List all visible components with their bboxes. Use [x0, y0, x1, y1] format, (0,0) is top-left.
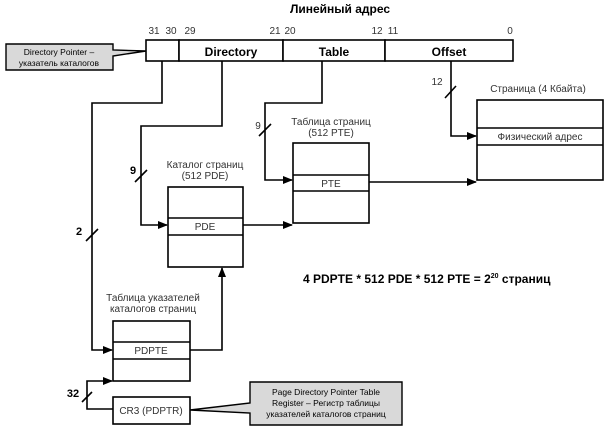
page-directory: Каталог страниц (512 PDE) PDE [167, 160, 244, 268]
pte-label: PTE [321, 179, 341, 190]
callout-text: Directory Pointer – [24, 47, 95, 57]
bus-width-directory: 9 [130, 165, 136, 177]
bit-label: 20 [284, 26, 296, 37]
linear-address-register: Directory Table Offset [145, 39, 514, 62]
directory-arrow [140, 61, 223, 229]
pdpt-title: Таблица указателей [106, 292, 200, 304]
bus-slash [85, 228, 99, 242]
bus-slash [81, 391, 93, 403]
page-directory-title: Каталог страниц [167, 160, 244, 171]
bus-slash [134, 169, 148, 183]
callout-text: Page Directory Pointer Table [272, 387, 380, 397]
bit-label: 11 [388, 26, 399, 37]
physical-address-label: Физический адрес [498, 132, 583, 143]
offset-arrow [450, 61, 477, 140]
bit-label: 30 [165, 26, 177, 37]
bus-slash [444, 85, 457, 99]
table-arrow [264, 61, 323, 184]
field-directory-label: Directory [205, 45, 258, 59]
bit-label: 21 [269, 26, 281, 37]
bit-labels: 31 30 29 21 20 12 11 0 [148, 26, 513, 37]
bus-width-dir-pointer: 2 [76, 226, 82, 238]
page-box: Страница (4 Кбайта) Физический адрес [476, 83, 604, 181]
bus-width-offset: 12 [431, 77, 443, 88]
bus-width-cr3: 32 [67, 388, 79, 400]
formula-text: 4 PDPTE * 512 PDE * 512 PTE = 2 [303, 272, 491, 286]
callout-text: указатель каталогов [19, 58, 100, 68]
callout-pdptr: Page Directory Pointer Table Register – … [189, 381, 403, 426]
bit-label: 31 [148, 26, 160, 37]
dir-pointer-arrow [91, 61, 163, 354]
page-table-title: Таблица страниц [291, 116, 371, 128]
connections: 12 9 9 2 32 [67, 61, 477, 410]
pde-label: PDE [195, 222, 216, 233]
formula-exponent: 20 [491, 273, 499, 280]
bit-label: 29 [184, 26, 196, 37]
bus-slash [258, 123, 272, 137]
callout-text: указателей каталогов страниц [266, 409, 386, 419]
field-offset [384, 39, 514, 62]
page-table-subtitle: (512 PTE) [308, 128, 354, 139]
pdpt-subtitle: каталогов страниц [110, 304, 196, 315]
formula: 4 PDPTE * 512 PDE * 512 PTE = 220 страни… [303, 272, 551, 286]
page-directory-subtitle: (512 PDE) [182, 171, 229, 182]
page-title: Страница (4 Кбайта) [490, 83, 586, 95]
cr3-arrow [86, 377, 113, 410]
bit-label: 0 [507, 26, 513, 37]
bit-label: 12 [371, 26, 383, 37]
callout-text: Register – Регистр таблицы [272, 398, 380, 408]
pdpte-to-pd-arrow [190, 267, 226, 351]
cr3-label: CR3 (PDPTR) [119, 406, 182, 417]
field-table-label: Table [319, 45, 350, 59]
page-table: Таблица страниц (512 PTE) PTE [291, 116, 371, 224]
field-dir-pointer [145, 39, 180, 62]
bus-width-table: 9 [255, 121, 261, 132]
page-directory-pointer-table: Таблица указателей каталогов страниц PDP… [106, 292, 200, 382]
callout-directory-pointer: Directory Pointer – указатель каталогов [5, 43, 147, 71]
formula-suffix: страниц [499, 272, 552, 286]
cr3-register: CR3 (PDPTR) [112, 396, 191, 425]
linear-address-title: Линейный адрес [290, 2, 390, 16]
pdpte-label: PDPTE [134, 346, 168, 357]
field-offset-label: Offset [432, 45, 467, 59]
